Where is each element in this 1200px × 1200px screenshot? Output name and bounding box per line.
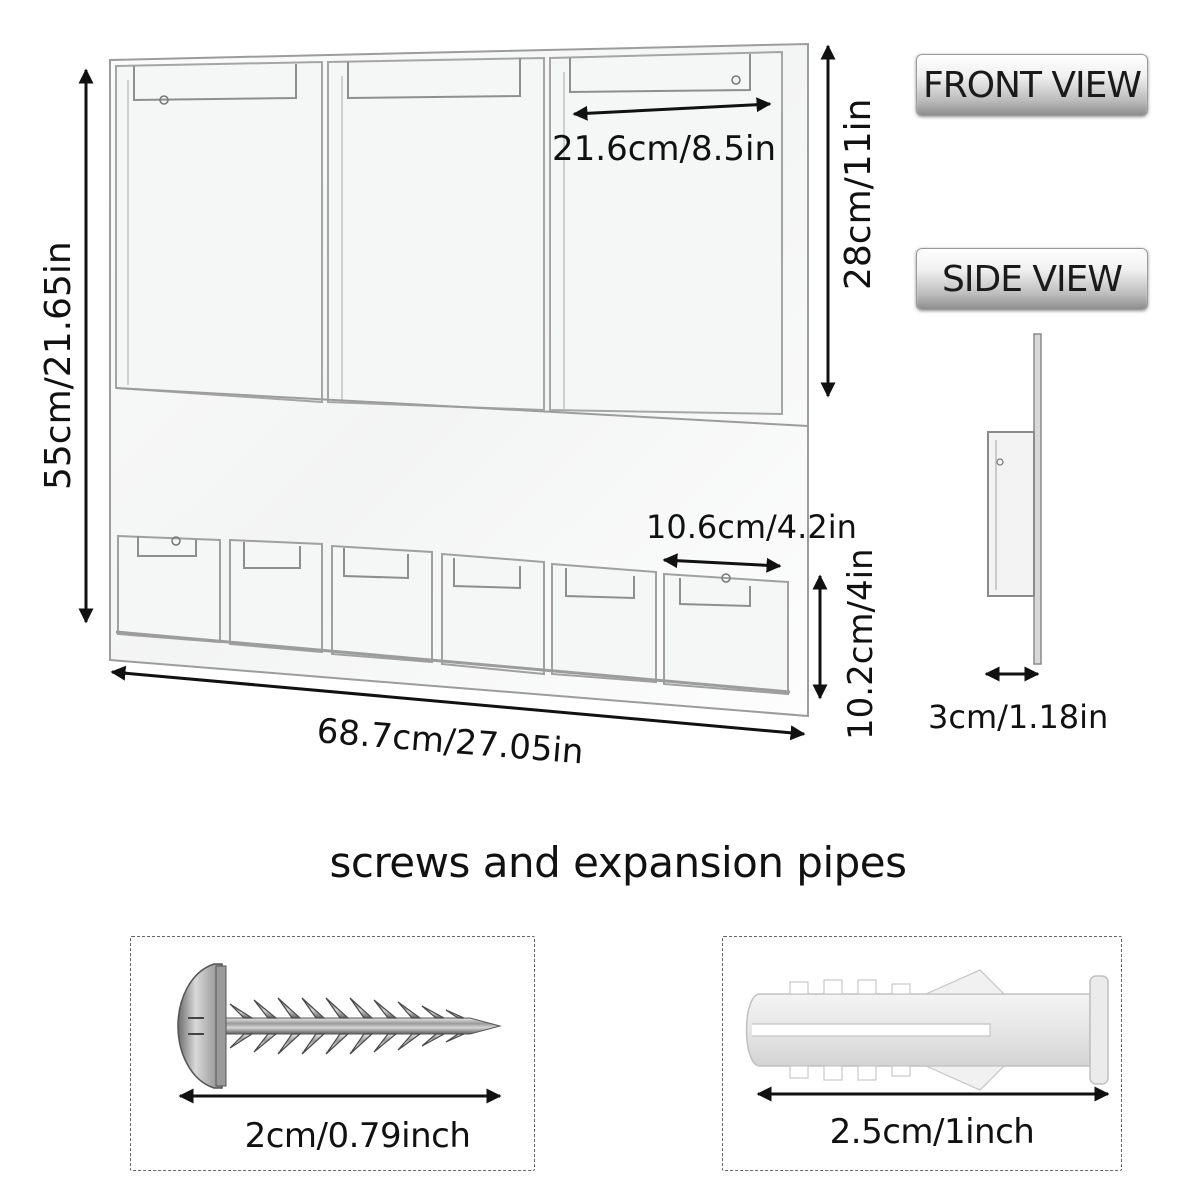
front-view-label: FRONT VIEW <box>916 54 1148 116</box>
pocket-width-arrow <box>572 97 772 121</box>
expansion-pipe-box <box>722 936 1122 1171</box>
plug-size-label: 2.5cm/1inch <box>829 1112 1035 1152</box>
top-ledge <box>115 387 809 427</box>
depth-label: 3cm/1.18in <box>928 698 1108 736</box>
side-back-panel <box>1033 333 1042 665</box>
letter-pocket <box>549 50 783 416</box>
expansion-pipe-icon <box>745 969 1109 1091</box>
screw-size-label: 2cm/0.79inch <box>244 1116 471 1156</box>
letter-pocket <box>327 56 545 412</box>
screw-box <box>130 936 535 1171</box>
pocket-width-label: 21.6cm/8.5in <box>552 129 776 169</box>
pocket-height-label: 28cm/11in <box>838 99 879 290</box>
screw-icon <box>177 963 502 1089</box>
brochure-pocket-row <box>117 534 789 696</box>
total-width-arrow <box>110 665 806 741</box>
front-view-drawing: 21.6cm/8.5in 28cm/11in 55cm/21.65in 68.7… <box>38 42 881 772</box>
side-view-label: SIDE VIEW <box>916 248 1148 310</box>
total-width-label: 68.7cm/27.05in <box>315 711 585 772</box>
side-pocket <box>987 431 1035 597</box>
small-pocket-height-label: 10.2cm/4in <box>841 548 881 740</box>
small-pocket-width-arrow <box>662 553 782 573</box>
hardware-section-title: screws and expansion pipes <box>329 838 907 887</box>
small-pocket-width-label: 10.6cm/4.2in <box>646 508 857 546</box>
side-view-drawing: 3cm/1.18in <box>928 333 1108 736</box>
total-height-label: 55cm/21.65in <box>38 241 79 490</box>
letter-pocket <box>115 60 323 404</box>
